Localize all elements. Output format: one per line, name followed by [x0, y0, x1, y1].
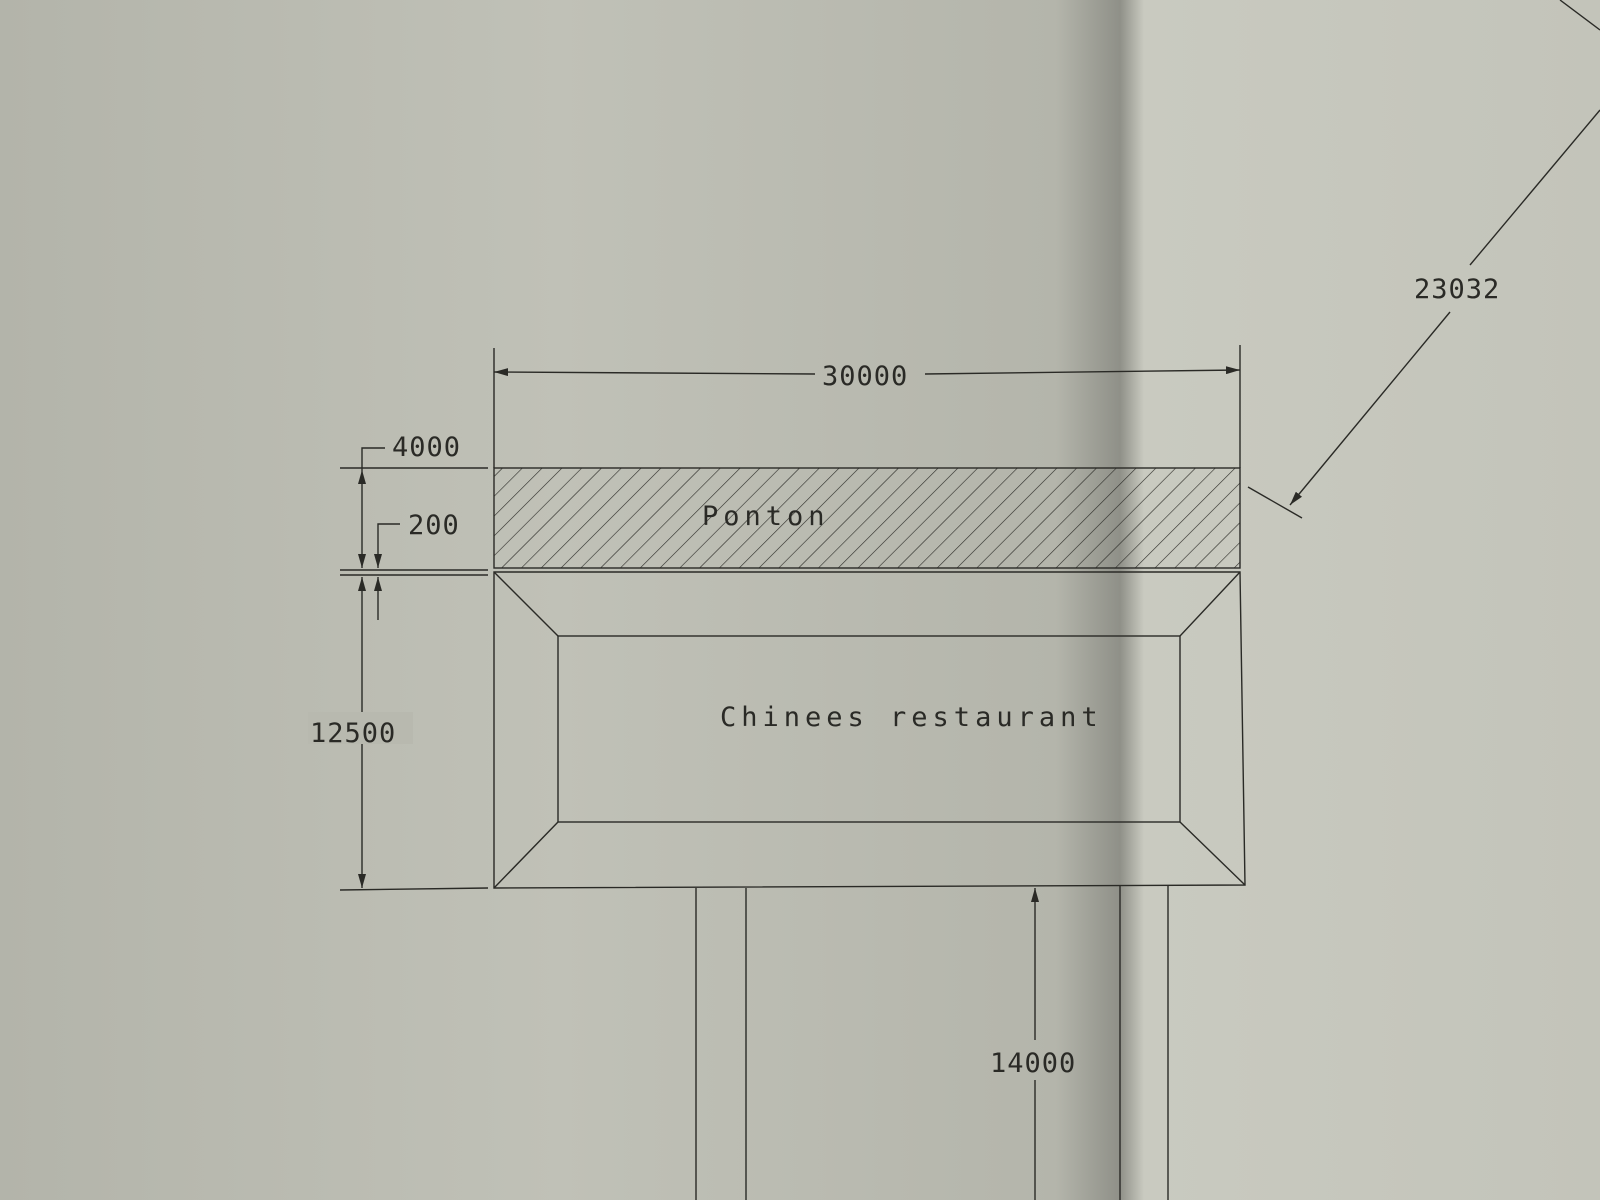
- ponton-label: Ponton: [702, 501, 830, 532]
- dimension-restaurant-label: 12500: [310, 718, 396, 749]
- dimension-width-label: 30000: [822, 361, 908, 392]
- dimension-width: 30000: [493, 345, 1241, 468]
- restaurant: Chinees restaurant: [493, 571, 1246, 889]
- dimension-left: 4000 200 12500: [308, 432, 489, 891]
- restaurant-label: Chinees restaurant: [720, 702, 1103, 733]
- dimension-pier-label: 14000: [990, 1048, 1076, 1079]
- ponton: Ponton: [493, 467, 1241, 569]
- pier: 14000: [695, 886, 1169, 1200]
- dimension-diagonal: 23032: [1247, 0, 1600, 519]
- dimension-gap-label: 200: [408, 510, 460, 541]
- dimension-diagonal-label: 23032: [1414, 274, 1500, 305]
- dimension-ponton-label: 4000: [392, 432, 461, 463]
